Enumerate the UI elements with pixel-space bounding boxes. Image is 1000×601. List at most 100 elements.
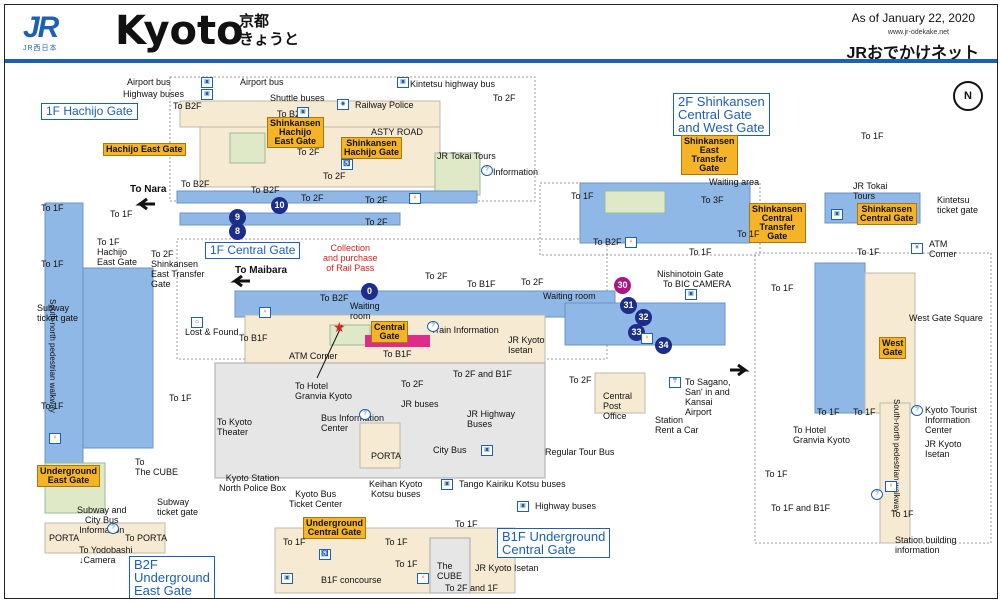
gate-line: West <box>882 338 904 348</box>
gate-line: Central Gate <box>307 527 362 537</box>
right-walkway <box>814 262 866 414</box>
subway-gate-line: Subway <box>157 497 190 507</box>
post-line: Office <box>603 411 627 421</box>
regular-tour-bus-label: Regular Tour Bus <box>545 447 615 457</box>
b1f-title-line: Central Gate <box>502 542 576 557</box>
central-gate-title: 1F Central Gate <box>205 242 301 259</box>
west-gate-square-label: West Gate Square <box>909 313 983 323</box>
shinkansen-gate-title: 2F Shinkansen Central Gate and West Gate <box>673 93 770 136</box>
restroom-icon: ♀ <box>417 573 429 584</box>
shinkansen-central-gate: Shinkansen Central Gate <box>857 203 917 225</box>
nishinotoin-gate-label: Nishinotoin Gate <box>657 269 724 279</box>
tourist-line: Kyoto Tourist <box>925 405 977 415</box>
the-cube-block <box>429 537 471 594</box>
post-office-block <box>594 372 646 414</box>
to-2f-label: To 2F <box>425 271 448 281</box>
to-2f-label: To 2F <box>493 93 516 103</box>
gate-line: Shinkansen <box>861 204 913 214</box>
keihan-kyoto-label: Keihan Kyoto Kotsu buses <box>369 479 423 499</box>
station-title-kanji: 京都 <box>239 13 270 30</box>
to-yodobashi-label: To Yodobashi ↓Camera <box>79 545 133 565</box>
post-icon: 〒 <box>669 377 681 388</box>
shinkansen-east-transfer-gate: Shinkansen East Transfer Gate <box>681 135 738 175</box>
waiting-room-line: Waiting <box>350 301 380 311</box>
jr-highway-buses-label: JR Highway Buses <box>467 409 515 429</box>
police-line: Kyoto Station <box>225 473 280 483</box>
atm-corner-2-label: ATM Corner <box>929 239 957 259</box>
restroom-icon: ♀ <box>409 193 421 204</box>
to-1f-label: To 1F <box>861 131 884 141</box>
to-1f-label: To 1F <box>571 191 594 201</box>
gate-line: Shinkansen <box>270 118 321 128</box>
information-icon: ? <box>359 409 371 420</box>
south-north-walkway-label: South-north pedestrian walkway <box>892 399 901 513</box>
transfer-line: Shinkansen <box>151 259 199 269</box>
granvia-line: Granvia Kyoto <box>793 435 851 445</box>
to-2f-shinkansen-transfer-label: To 2F Shinkansen East Transfer Gate <box>151 249 205 289</box>
west-area-outline <box>754 252 992 544</box>
b2f-underground-gate-title: B2F Underground East Gate <box>129 556 215 598</box>
underground-central-gate: Underground Central Gate <box>303 517 366 539</box>
rent-line: Rent a Car <box>655 425 699 435</box>
to-1f-label: To 1F <box>110 209 133 219</box>
to-hotel-granvia-label: To Hotel Granvia Kyoto <box>295 381 352 401</box>
granvia-line: Granvia Kyoto <box>295 391 353 401</box>
information-icon: ? <box>107 523 119 534</box>
station-title-jp: 京都 きょうと <box>239 13 299 49</box>
platform-32-marker: 32 <box>635 309 652 326</box>
site-url: www.jr-odekake.net <box>887 29 949 36</box>
hachijo-east-passage <box>82 267 154 449</box>
platform-8-marker: 8 <box>229 223 246 240</box>
isetan-line: Isetan <box>925 449 950 459</box>
hachijo-gate-title: 1F Hachijo Gate <box>41 103 138 120</box>
bus-information-center-label: Bus Information Center <box>321 413 384 433</box>
to-1f-label: To 1F <box>169 393 192 403</box>
atm-line: ATM <box>929 239 948 249</box>
restroom-icon: ♀ <box>259 307 271 318</box>
city-bus-label: City Bus <box>433 445 467 455</box>
gate-line: Transfer <box>759 222 796 232</box>
hachijo-line: Hachijo <box>97 247 128 257</box>
to-b2f-label: To B2F <box>320 293 349 303</box>
to-2f-label: To 2F <box>297 147 320 157</box>
kintetsu-ticket-gate-label: Kintetsu ticket gate <box>937 195 978 215</box>
granvia-line: To Hotel <box>793 425 827 435</box>
central-post-office-label: Central Post Office <box>603 391 632 421</box>
airport-bus-label: Airport bus <box>127 77 171 87</box>
leader-line <box>316 324 343 379</box>
cube-line: The CUBE <box>135 467 179 477</box>
restroom-icon: ♀ <box>625 237 637 248</box>
lost-found-icon: ⌂ <box>191 317 203 328</box>
train-information-label: Train Information <box>431 325 499 335</box>
to-sagano-label: To Sagano, San' in and Kansai Airport <box>685 377 731 417</box>
b2f-porta-area <box>44 522 166 554</box>
bus-icon: ▣ <box>685 289 697 300</box>
to-2f-label: To 2F <box>521 277 544 287</box>
information-icon: ? <box>911 405 923 416</box>
bus-icon: ▣ <box>831 209 843 220</box>
to-2f-label: To 2F <box>401 379 424 389</box>
gate-line: East Gate <box>274 136 317 146</box>
tokai-line: JR Tokai <box>853 181 888 191</box>
underground-east-gate: Underground East Gate <box>37 465 100 487</box>
post-line: Central <box>603 391 633 401</box>
to-1f-label: To 1F <box>765 469 788 479</box>
theater-line: Theater <box>217 427 249 437</box>
post-line: Post <box>603 401 622 411</box>
to-b1f-label: To B1F <box>383 349 412 359</box>
map-frame: JR JR西日本 Kyoto 京都 きょうと As of January 22,… <box>4 4 998 599</box>
tango-kairiku-label: Tango Kairiku Kotsu buses <box>459 479 566 489</box>
gate-line: Shinkansen <box>346 138 397 148</box>
b2f-title-line: Underground <box>134 570 210 585</box>
kintetsu-line: ticket gate <box>937 205 979 215</box>
to-2f-and-b1f-label: To 2F and B1F <box>453 369 513 379</box>
jr-kyoto-isetan-3-label: JR Kyoto Isetan <box>475 563 539 573</box>
to-2f-and-1f-label: To 2F and 1F <box>445 583 499 593</box>
gate-line: Gate <box>767 231 788 241</box>
to-kyoto-theater-label: To Kyoto Theater <box>217 417 252 437</box>
tourist-line: Information <box>925 415 971 425</box>
header-rule <box>5 59 997 63</box>
b2f-title-line: B2F <box>134 557 158 572</box>
police-line: North Police Box <box>219 483 287 493</box>
to-1f-label: To 1F <box>283 537 306 547</box>
